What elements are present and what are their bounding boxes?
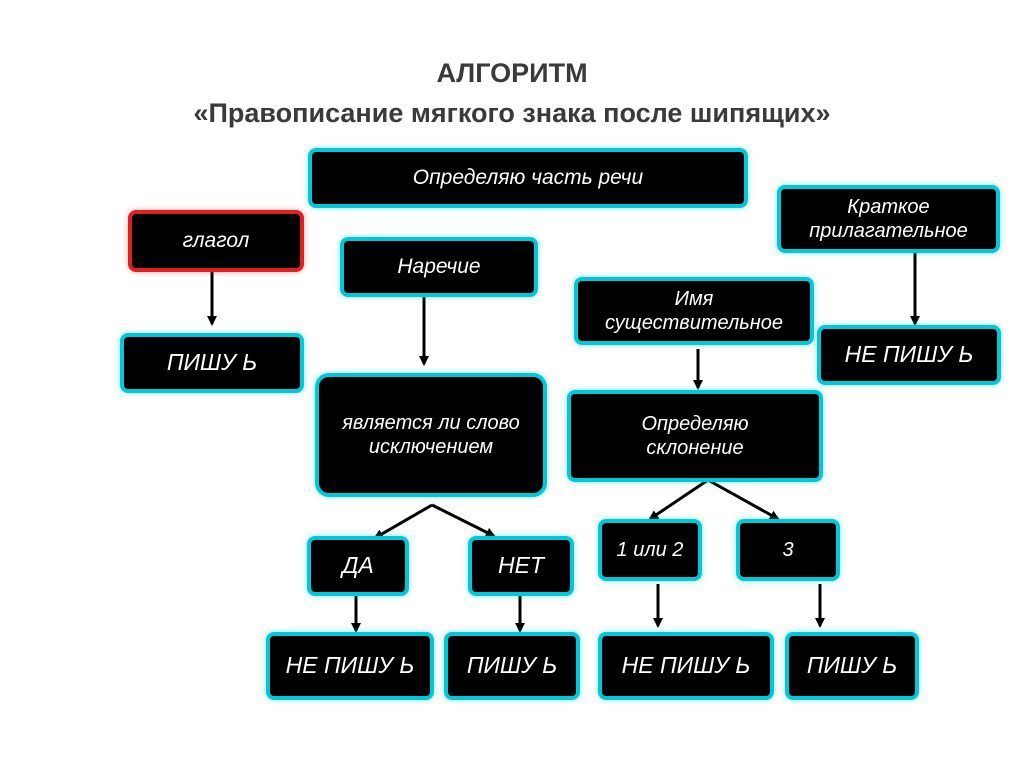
node-declension-3: 3 bbox=[736, 519, 840, 581]
node-adverb: Наречие bbox=[340, 237, 538, 297]
arrow-declension-to-3 bbox=[707, 478, 780, 521]
node-yes-result: НЕ ПИШУ Ь bbox=[266, 632, 434, 700]
node-declension-1-2-result: НЕ ПИШУ Ь bbox=[598, 632, 774, 700]
node-declension-3-result: ПИШУ Ь bbox=[785, 632, 919, 700]
node-part-of-speech: Определяю часть речи bbox=[308, 148, 748, 208]
node-short-adjective: Краткое прилагательное bbox=[777, 185, 1000, 253]
arrow-question-to-yes bbox=[373, 503, 433, 540]
node-short-adjective-result: НЕ ПИШУ Ь bbox=[817, 325, 1001, 385]
node-verb: глагол bbox=[128, 210, 304, 272]
node-declension-1-2: 1 или 2 bbox=[598, 519, 702, 581]
arrow-question-to-no bbox=[431, 503, 496, 538]
node-noun: Имя существительное bbox=[574, 277, 814, 345]
node-yes: ДА bbox=[307, 536, 409, 596]
arrow-declension-to-12 bbox=[648, 478, 709, 521]
node-declension: Определяю склонение bbox=[567, 390, 823, 482]
node-verb-result: ПИШУ Ь bbox=[120, 333, 304, 393]
diagram-title: АЛГОРИТМ bbox=[436, 58, 588, 88]
node-exception-question: является ли слово исключением bbox=[315, 373, 547, 497]
diagram-subtitle: «Правописание мягкого знака после шипящи… bbox=[193, 98, 831, 128]
node-no-result: ПИШУ Ь bbox=[444, 632, 580, 700]
node-no: НЕТ bbox=[468, 536, 574, 596]
